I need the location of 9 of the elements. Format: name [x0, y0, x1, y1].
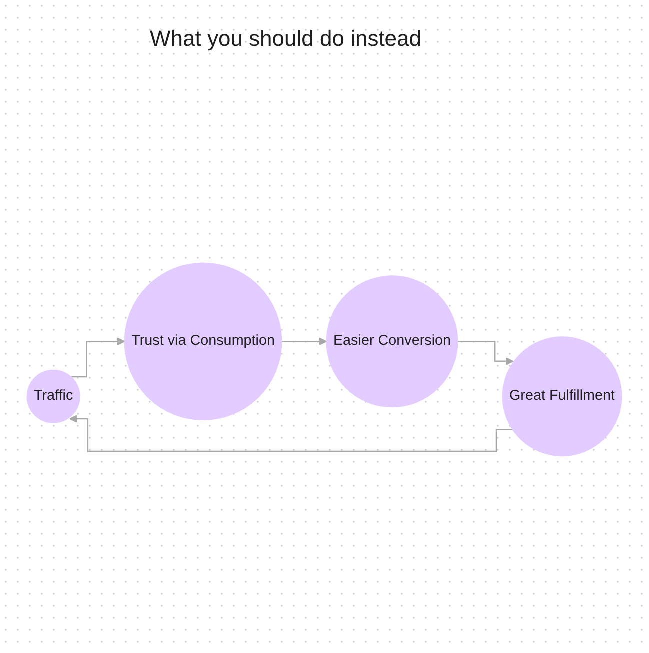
node-circle: Trust via Consumption: [124, 263, 282, 421]
arrow: [282, 338, 328, 346]
node-circle: Traffic: [26, 370, 80, 424]
arrow: [458, 341, 514, 366]
node-circle: Easier Conversion: [326, 276, 458, 408]
arrow: [71, 338, 126, 378]
arrow: [69, 415, 513, 453]
diagram-title: What you should do instead: [150, 26, 422, 52]
node-circle: Great Fulfillment: [502, 336, 622, 457]
